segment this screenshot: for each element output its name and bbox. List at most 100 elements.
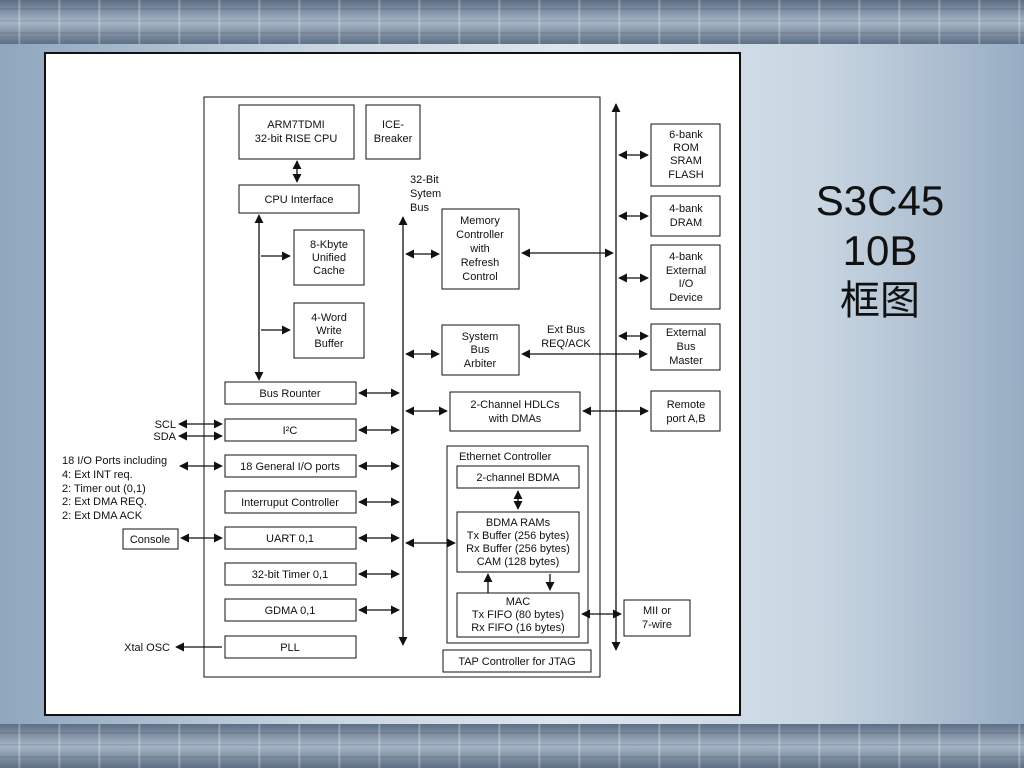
svg-text:with DMAs: with DMAs	[488, 413, 542, 425]
svg-text:System: System	[462, 331, 499, 343]
svg-text:32-bit RISE CPU: 32-bit RISE CPU	[255, 133, 338, 145]
svg-text:ARM7TDMI: ARM7TDMI	[267, 119, 324, 131]
svg-text:2: Timer out (0,1): 2: Timer out (0,1)	[62, 483, 146, 495]
svg-text:BDMA RAMs: BDMA RAMs	[486, 517, 551, 529]
svg-text:Bus: Bus	[471, 344, 490, 356]
mii-block: MII or 7-wire	[623, 599, 691, 637]
svg-text:Tx Buffer (256 bytes): Tx Buffer (256 bytes)	[467, 530, 570, 542]
title-line-2: 10B	[842, 227, 918, 274]
svg-text:MAC: MAC	[506, 596, 531, 608]
svg-text:PLL: PLL	[280, 642, 300, 654]
pll-block: PLL	[224, 635, 357, 659]
arm-core-block: ARM7TDMI 32-bit RISE CPU	[238, 104, 355, 160]
svg-text:Bus: Bus	[410, 202, 429, 214]
svg-text:2-channel BDMA: 2-channel BDMA	[476, 472, 560, 484]
svg-text:4-Word: 4-Word	[311, 312, 347, 324]
svg-text:TAP Controller for JTAG: TAP Controller for JTAG	[458, 656, 575, 668]
block-diagram-frame: 32-Bit Sytem Bus ARM7TDMI 32-bit RISE CP…	[44, 52, 741, 716]
svg-text:UART 0,1: UART 0,1	[266, 533, 314, 545]
svg-text:Ethernet Controller: Ethernet Controller	[459, 451, 552, 463]
scl-label: SCL	[155, 419, 176, 431]
cpu-interface-block: CPU Interface	[238, 184, 360, 214]
title-line-3: 框图	[840, 278, 920, 324]
uart-block: UART 0,1	[224, 526, 357, 550]
svg-text:Interruput Controller: Interruput Controller	[241, 497, 339, 509]
gdma-block: GDMA 0,1	[224, 598, 357, 622]
svg-text:2: Ext DMA REQ.: 2: Ext DMA REQ.	[62, 496, 147, 508]
svg-text:Cache: Cache	[313, 265, 345, 277]
svg-text:ICE-: ICE-	[382, 119, 404, 131]
cache-block: 8-Kbyte Unified Cache	[293, 229, 365, 286]
svg-text:I²C: I²C	[283, 425, 298, 437]
svg-text:Control: Control	[462, 271, 497, 283]
dram-bank-block: 4-bank DRAM	[650, 195, 721, 237]
svg-text:Buffer: Buffer	[314, 338, 343, 350]
xtal-osc-label: Xtal OSC	[124, 642, 170, 654]
bdma-rams-block: BDMA RAMs Tx Buffer (256 bytes) Rx Buffe…	[456, 511, 580, 573]
svg-text:Console: Console	[130, 534, 170, 546]
svg-text:18 General I/O ports: 18 General I/O ports	[240, 461, 340, 473]
slide-title: S3C45 10B 框图	[790, 176, 970, 326]
title-line-1: S3C45	[815, 177, 945, 224]
block-diagram: 32-Bit Sytem Bus ARM7TDMI 32-bit RISE CP…	[62, 96, 721, 678]
svg-text:Refresh: Refresh	[461, 257, 500, 269]
svg-text:4-bank: 4-bank	[669, 203, 703, 215]
svg-text:ROM: ROM	[673, 142, 699, 154]
timer-block: 32-bit Timer 0,1	[224, 562, 357, 586]
mac-block: MAC Tx FIFO (80 bytes) Rx FIFO (16 bytes…	[456, 592, 580, 638]
svg-text:REQ/ACK: REQ/ACK	[541, 338, 591, 350]
system-bus-label: 32-Bit Sytem Bus	[410, 174, 441, 214]
console-block: Console	[122, 528, 179, 550]
svg-text:18 I/O Ports including: 18 I/O Ports including	[62, 455, 167, 467]
ice-breaker-block: ICE- Breaker	[365, 104, 421, 160]
svg-text:port A,B: port A,B	[666, 413, 705, 425]
svg-text:32-bit Timer 0,1: 32-bit Timer 0,1	[252, 569, 328, 581]
svg-text:32-Bit: 32-Bit	[410, 174, 439, 186]
tap-controller-block: TAP Controller for JTAG	[442, 649, 592, 673]
top-decorative-band	[0, 0, 1024, 44]
svg-text:Write: Write	[316, 325, 341, 337]
svg-text:External: External	[666, 327, 706, 339]
svg-text:SRAM: SRAM	[670, 155, 702, 167]
svg-text:Master: Master	[669, 355, 703, 367]
svg-text:7-wire: 7-wire	[642, 619, 672, 631]
svg-text:Device: Device	[669, 292, 703, 304]
bottom-decorative-band	[0, 724, 1024, 768]
svg-text:Arbiter: Arbiter	[464, 358, 497, 370]
interrupt-controller-block: Interruput Controller	[224, 490, 357, 514]
memory-controller-block: Memory Controller with Refresh Control	[441, 208, 520, 290]
svg-text:Ext Bus: Ext Bus	[547, 324, 585, 336]
svg-text:6-bank: 6-bank	[669, 129, 703, 141]
svg-text:DRAM: DRAM	[670, 217, 702, 229]
svg-text:8-Kbyte: 8-Kbyte	[310, 239, 348, 251]
remote-port-block: Remote port A,B	[650, 390, 721, 432]
ext-bus-master-block: External Bus Master	[650, 323, 721, 371]
svg-text:Bus: Bus	[677, 341, 696, 353]
svg-text:CPU Interface: CPU Interface	[264, 194, 333, 206]
sda-label: SDA	[153, 431, 176, 443]
svg-text:Controller: Controller	[456, 229, 504, 241]
svg-text:Unified: Unified	[312, 252, 346, 264]
svg-text:Tx FIFO (80 bytes): Tx FIFO (80 bytes)	[472, 609, 564, 621]
bus-arbiter-block: System Bus Arbiter	[441, 324, 520, 376]
bdma-block: 2-channel BDMA	[456, 465, 580, 489]
svg-text:MII or: MII or	[643, 605, 671, 617]
svg-text:2: Ext DMA ACK: 2: Ext DMA ACK	[62, 510, 143, 522]
svg-text:Rx Buffer (256 bytes): Rx Buffer (256 bytes)	[466, 543, 570, 555]
svg-text:Sytem: Sytem	[410, 188, 441, 200]
svg-text:FLASH: FLASH	[668, 169, 704, 181]
svg-text:4-bank: 4-bank	[669, 251, 703, 263]
svg-text:with: with	[469, 243, 490, 255]
svg-text:Breaker: Breaker	[374, 133, 413, 145]
svg-text:4: Ext INT req.: 4: Ext INT req.	[62, 469, 133, 481]
rom-bank-block: 6-bank ROM SRAM FLASH	[650, 123, 721, 187]
svg-text:Rx FIFO (16 bytes): Rx FIFO (16 bytes)	[471, 622, 565, 634]
svg-text:CAM (128 bytes): CAM (128 bytes)	[477, 556, 560, 568]
bus-router-block: Bus Rounter	[224, 381, 357, 405]
ext-bus-req-label: Ext Bus REQ/ACK	[541, 324, 591, 350]
svg-text:GDMA 0,1: GDMA 0,1	[265, 605, 316, 617]
gpio-block: 18 General I/O ports	[224, 454, 357, 478]
svg-text:I/O: I/O	[679, 278, 694, 290]
svg-text:2-Channel HDLCs: 2-Channel HDLCs	[470, 399, 560, 411]
svg-text:Remote: Remote	[667, 399, 706, 411]
